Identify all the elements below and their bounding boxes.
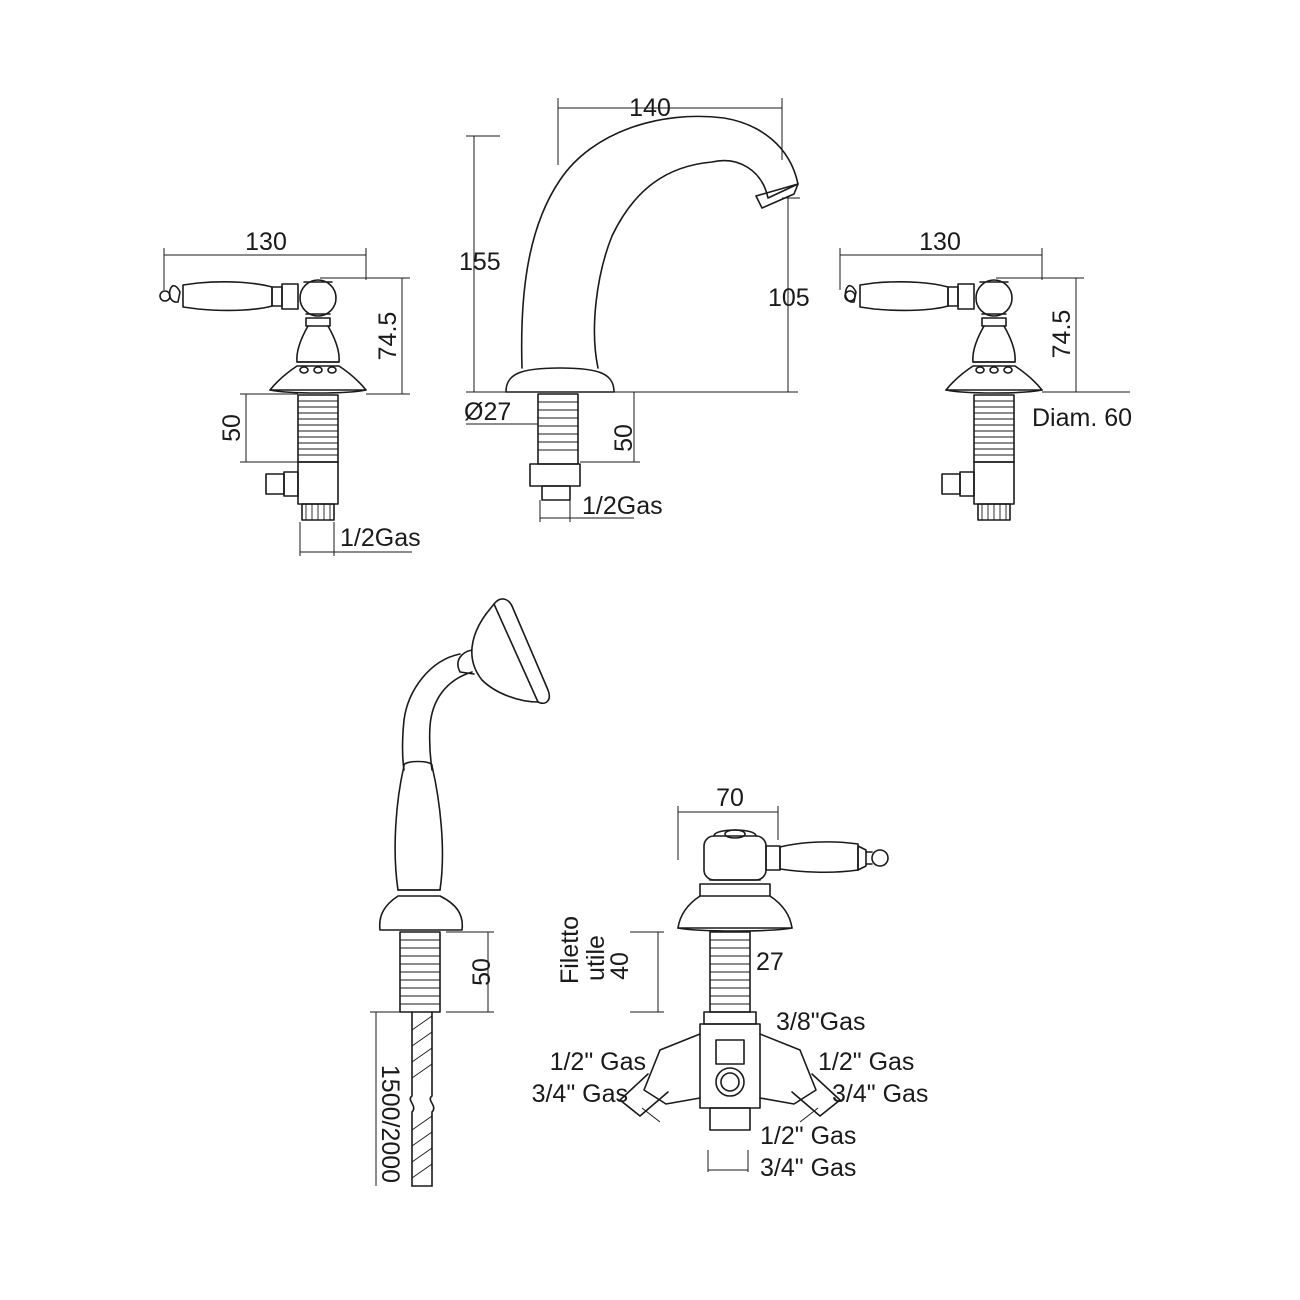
- left-valve: [159, 248, 412, 556]
- right-valve: [839, 248, 1130, 521]
- right-valve-height-label: 74.5: [1048, 310, 1076, 359]
- diverter-inlet-label: 3/8"Gas: [776, 1008, 865, 1036]
- diverter-bottom-outlet-1-label: 1/2" Gas: [760, 1122, 856, 1150]
- left-valve-shank-label: 50: [218, 414, 246, 442]
- spout-outlet-height-label: 105: [768, 284, 810, 312]
- spout: [466, 98, 800, 522]
- left-valve-thread-label: 1/2Gas: [340, 524, 421, 552]
- diverter-left-outlet-2-label: 3/4" Gas: [532, 1080, 628, 1108]
- spout-width-label: 140: [629, 94, 671, 122]
- spout-height-label: 155: [459, 248, 501, 276]
- hose-length-label: 1500/2000: [376, 1065, 404, 1183]
- diverter-shank-diameter-label: 27: [756, 948, 784, 976]
- spout-shank-label: 50: [610, 424, 638, 452]
- diverter-right-outlet-2-label: 3/4" Gas: [832, 1080, 928, 1108]
- diverter-width-label: 70: [716, 784, 744, 812]
- spout-thread-label: 1/2Gas: [582, 492, 663, 520]
- left-valve-width-label: 130: [245, 228, 287, 256]
- diverter-utile-label: utile: [582, 935, 610, 981]
- hand-shower: [370, 598, 551, 1187]
- diverter: [619, 806, 889, 1172]
- diverter-left-outlet-1-label: 1/2" Gas: [550, 1048, 646, 1076]
- shower-shank-label: 50: [468, 958, 496, 986]
- diverter-thread-length-label: 40: [606, 952, 634, 980]
- spout-base-diameter-label: Ø27: [464, 398, 511, 426]
- diverter-right-outlet-1-label: 1/2" Gas: [818, 1048, 914, 1076]
- diverter-bottom-outlet-2-label: 3/4" Gas: [760, 1154, 856, 1182]
- right-valve-width-label: 130: [919, 228, 961, 256]
- left-valve-height-label: 74.5: [374, 312, 402, 361]
- right-valve-base-label: Diam. 60: [1032, 404, 1132, 432]
- diverter-filetto-label: Filetto: [556, 916, 584, 984]
